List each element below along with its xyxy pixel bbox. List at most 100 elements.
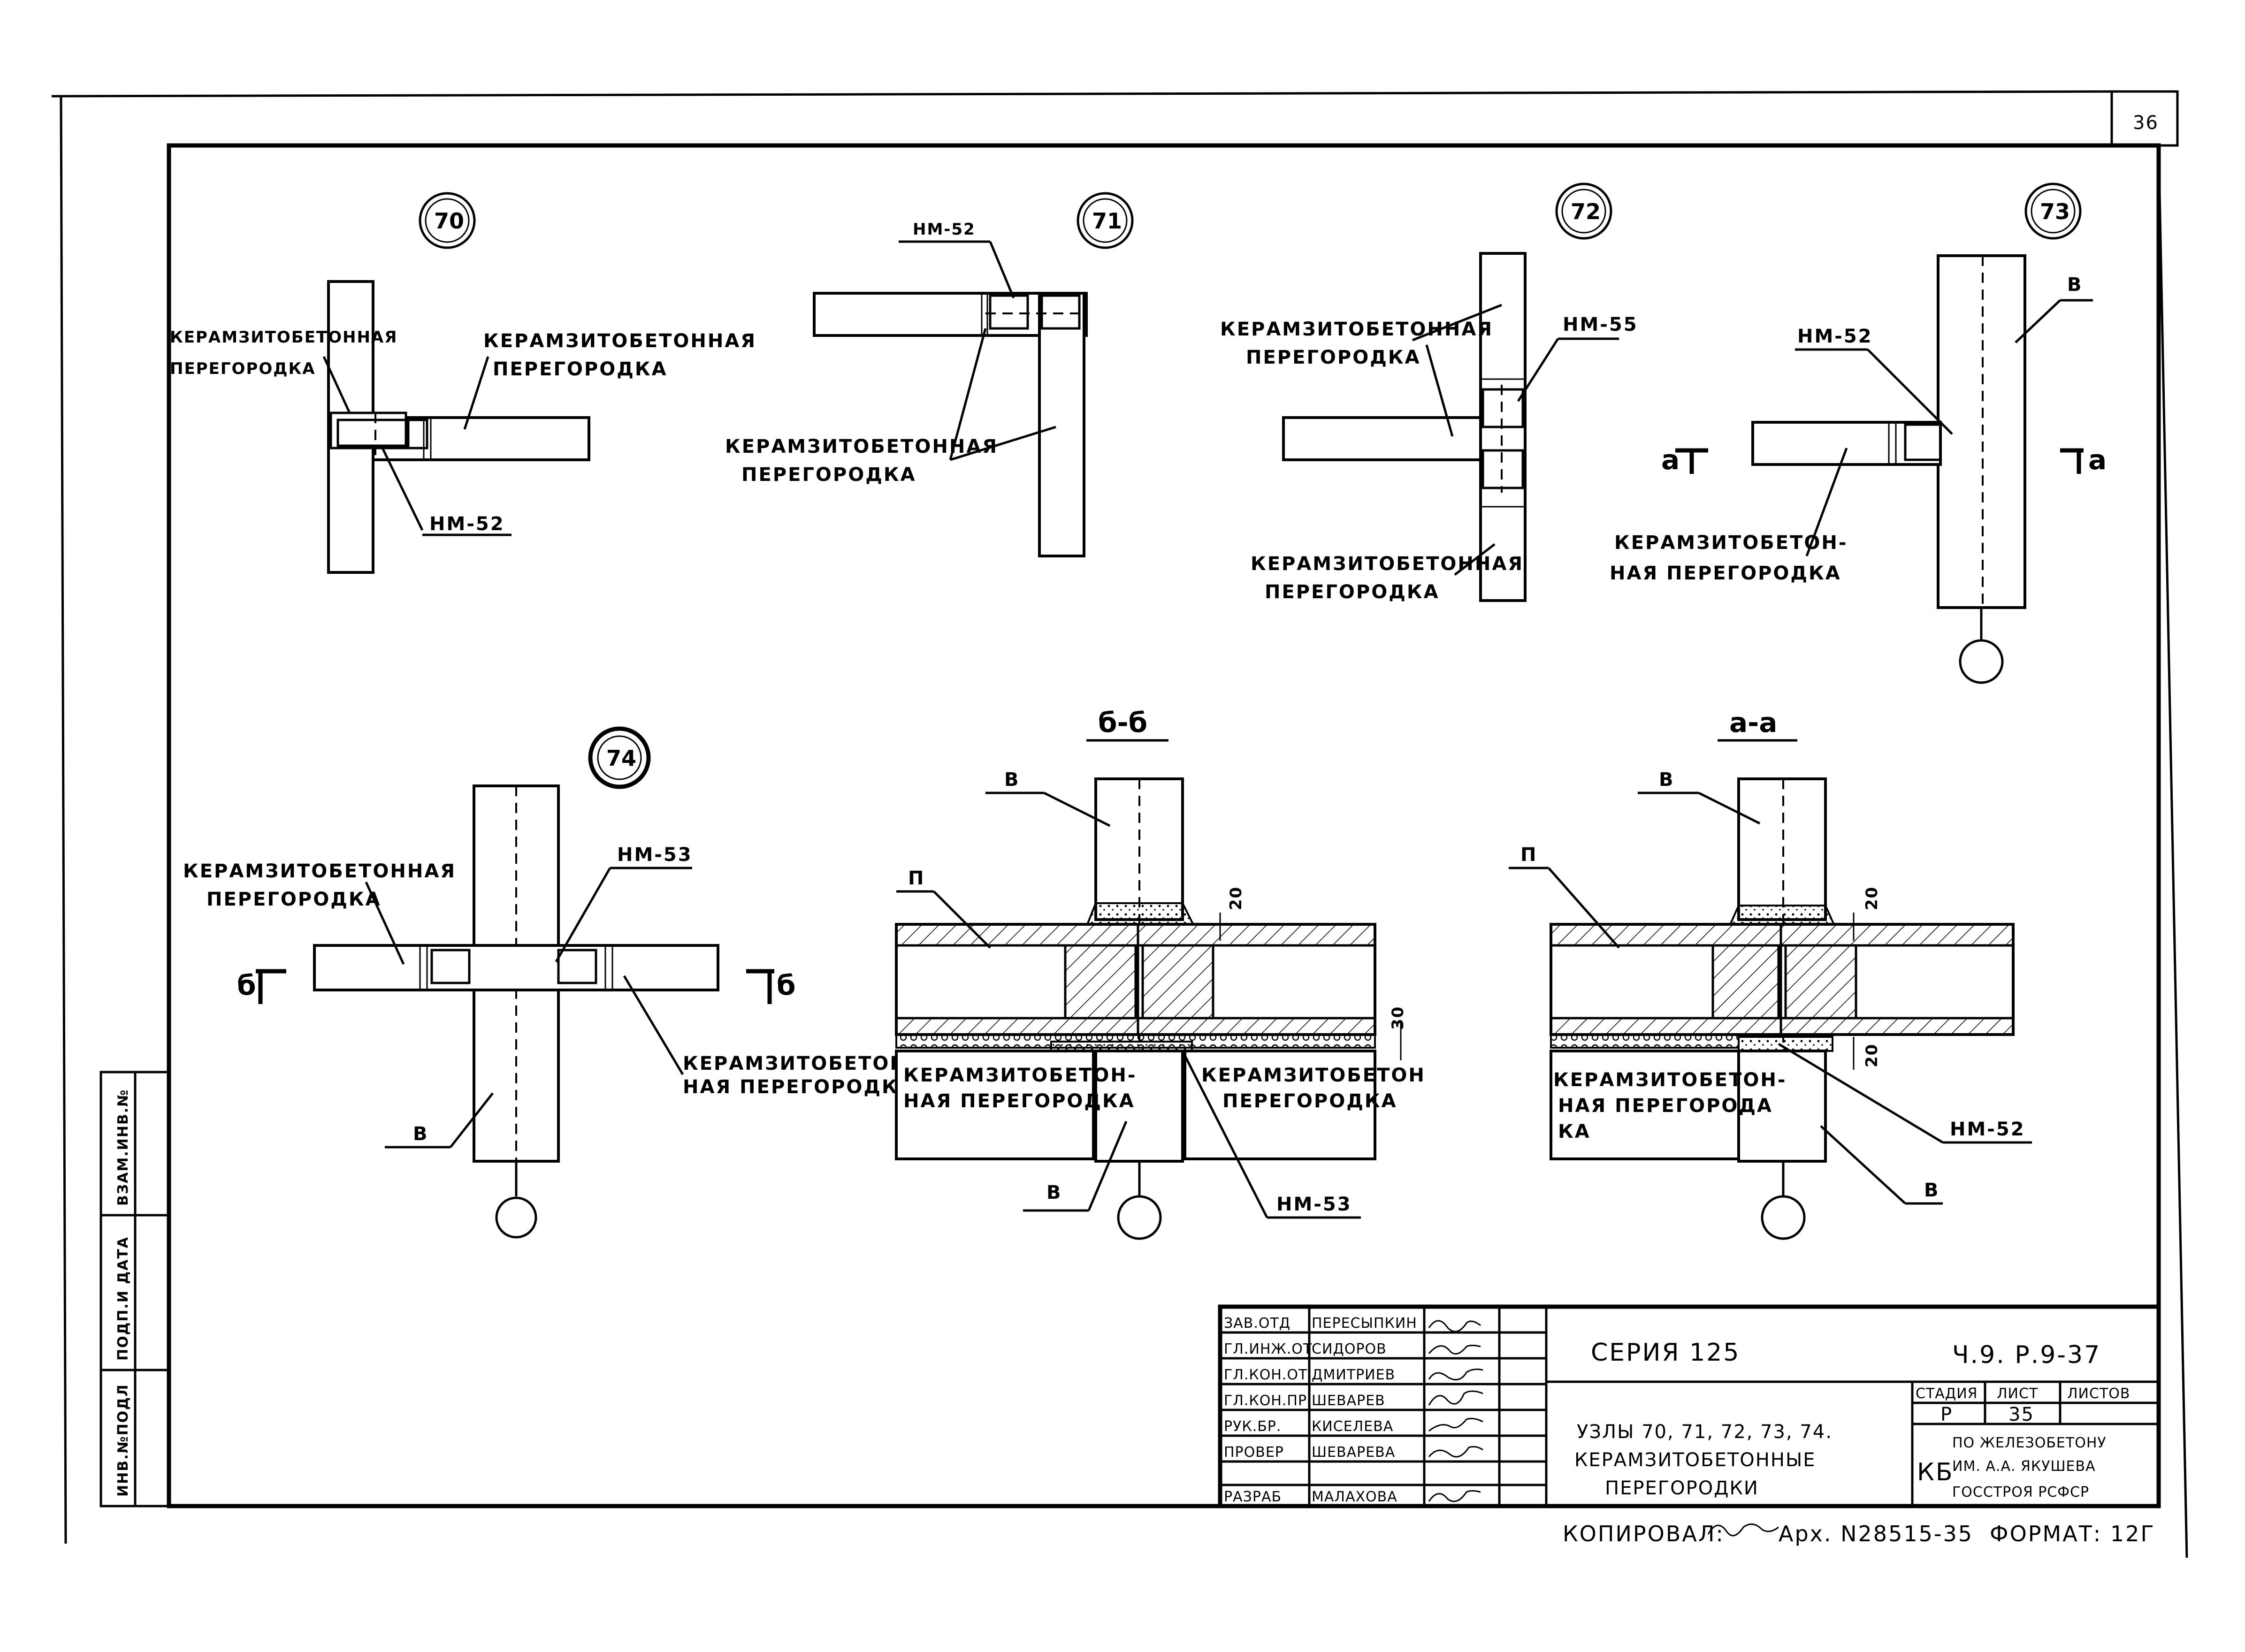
node-70-label-left-1: КЕРАМЗИТОБЕТОННАЯ bbox=[170, 328, 397, 347]
tb-name-6: МАЛАХОВА bbox=[1312, 1489, 1397, 1505]
tb-name-0: ПЕРЕСЫПКИН bbox=[1312, 1315, 1417, 1332]
tb-title-2: КЕРАМЗИТОБЕТОННЫЕ bbox=[1574, 1449, 1816, 1471]
node-74-cut-left: б bbox=[237, 969, 256, 1001]
section-aa-label-3: КА bbox=[1558, 1121, 1591, 1142]
tb-org-2: ИМ. А.А. ЯКУШЕВА bbox=[1952, 1458, 2096, 1475]
tb-title-3: ПЕРЕГОРОДКИ bbox=[1605, 1477, 1759, 1499]
node-70: 70 КЕРАМЗИТОБЕТОННАЯ ПЕРЕГОРОДКА КЕРАМЗИ… bbox=[170, 192, 756, 574]
footer-copied: КОПИРОВАЛ: bbox=[1563, 1521, 1725, 1546]
side-stamp-inv-original: ИНВ.№ПОДЛ bbox=[115, 1384, 131, 1497]
tb-role-4: РУК.БР. bbox=[1224, 1418, 1281, 1435]
tb-name-3: ШЕВАРЕВ bbox=[1312, 1393, 1385, 1409]
tb-series: СЕРИЯ 125 bbox=[1591, 1339, 1740, 1367]
tb-role-3: ГЛ.КОН.ПР. bbox=[1224, 1393, 1312, 1409]
node-70-number: 70 bbox=[434, 208, 464, 234]
node-71: 71 НМ-52 КЕРАМЗИТОБЕТОННАЯ ПЕРЕГОРОДКА bbox=[725, 192, 1134, 557]
page-number: 36 bbox=[2133, 112, 2159, 134]
node-71-part: НМ-52 bbox=[913, 220, 976, 239]
node-74-label-left-2: ПЕРЕГОРОДКА bbox=[206, 889, 382, 910]
node-74-label-right-2: НАЯ ПЕРЕГОРОДКА bbox=[683, 1076, 915, 1098]
section-bb: б-б В П 20 30 КЕРАМЗИТОБЕТОН- Н bbox=[895, 707, 1426, 1240]
section-aa-label-2: НАЯ ПЕРЕГОРОДА bbox=[1558, 1095, 1773, 1117]
section-aa-title: а-а bbox=[1729, 707, 1777, 738]
node-72: 72 КЕРАМЗИТОБЕТОННАЯ ПЕРЕГОРОДКА НМ-55 К… bbox=[1220, 183, 1638, 603]
node-70-label-left-2: ПЕРЕГОРОДКА bbox=[170, 359, 316, 378]
node-73-mark-b: В bbox=[2067, 274, 2083, 296]
node-71-number: 71 bbox=[1092, 208, 1122, 234]
node-74-number: 74 bbox=[606, 746, 636, 771]
tb-role-2: ГЛ.КОН.ОТ bbox=[1224, 1367, 1307, 1383]
section-bb-mark-b-bottom: В bbox=[1046, 1182, 1062, 1203]
node-74-part: НМ-53 bbox=[617, 844, 693, 866]
tb-title-1: УЗЛЫ 70, 71, 72, 73, 74. bbox=[1577, 1421, 1833, 1443]
node-74-label-left-1: КЕРАМЗИТОБЕТОННАЯ bbox=[183, 860, 456, 882]
node-74-cut-right: б bbox=[777, 969, 796, 1001]
node-74-mark-b: В bbox=[413, 1123, 429, 1145]
footer: КОПИРОВАЛ: Арх. N28515-35 ФОРМАТ: 12Г bbox=[1563, 1521, 2155, 1546]
footer-copier-signature bbox=[1707, 1523, 1779, 1537]
section-aa: а-а В П 20 20 КЕРАМЗИТОБЕТОН- НАЯ ПЕРЕГО… bbox=[1509, 707, 2032, 1240]
node-73-part: НМ-52 bbox=[1797, 326, 1873, 347]
tb-org-1: ПО ЖЕЛЕЗОБЕТОНУ bbox=[1952, 1435, 2107, 1451]
tb-role-5: ПРОВЕР bbox=[1224, 1444, 1284, 1461]
node-73: 73 В НМ-52 а а КЕРАМЗИТОБЕТОН- НАЯ ПЕРЕГ… bbox=[1610, 183, 2107, 684]
node-70-label-right-1: КЕРАМЗИТОБЕТОННАЯ bbox=[483, 330, 756, 352]
tb-col-sheets: ЛИСТОВ bbox=[2067, 1386, 2130, 1402]
tb-doc-code: Ч.9. Р.9-37 bbox=[1952, 1341, 2101, 1369]
node-73-number: 73 bbox=[2040, 199, 2070, 224]
footer-format: ФОРМАТ: 12Г bbox=[1990, 1521, 2155, 1546]
section-bb-part: НМ-53 bbox=[1276, 1194, 1352, 1215]
section-aa-mark-b-bottom: В bbox=[1924, 1180, 1940, 1201]
tb-stage: Р bbox=[1940, 1404, 1953, 1425]
side-stamp-signature-date: ПОДП.И ДАТА bbox=[115, 1236, 131, 1361]
section-bb-label-left-1: КЕРАМЗИТОБЕТОН- bbox=[903, 1065, 1137, 1086]
node-74-label-right-1: КЕРАМЗИТОБЕТОН- bbox=[683, 1053, 916, 1074]
section-aa-dim-20-bot: 20 bbox=[1863, 1043, 1881, 1067]
tb-org-mark: КБ bbox=[1917, 1458, 1954, 1486]
tb-name-4: КИСЕЛЕВА bbox=[1312, 1418, 1393, 1435]
node-72-label-top-1: КЕРАМЗИТОБЕТОННАЯ bbox=[1220, 319, 1493, 340]
node-71-label-1: КЕРАМЗИТОБЕТОННАЯ bbox=[725, 436, 998, 457]
side-stamp-inv-replace: ВЗАМ.ИНВ.№ bbox=[115, 1089, 131, 1206]
section-bb-dim-20: 20 bbox=[1227, 886, 1245, 910]
tb-role-0: ЗАВ.ОТД bbox=[1224, 1315, 1290, 1332]
footer-archive: Арх. N28515-35 bbox=[1779, 1521, 1973, 1546]
tb-name-5: ШЕВАРЕВА bbox=[1312, 1444, 1395, 1461]
node-72-label-bot-2: ПЕРЕГОРОДКА bbox=[1265, 581, 1440, 603]
section-aa-part: НМ-52 bbox=[1950, 1119, 2025, 1140]
node-72-label-bot-1: КЕРАМЗИТОБЕТОННАЯ bbox=[1251, 553, 1524, 575]
section-bb-mark-b-top: В bbox=[1004, 769, 1020, 791]
tb-col-sheet: ЛИСТ bbox=[1997, 1386, 2038, 1402]
node-70-label-right-2: ПЕРЕГОРОДКА bbox=[493, 358, 668, 380]
node-73-label-2: НАЯ ПЕРЕГОРОДКА bbox=[1610, 563, 1841, 584]
node-70-part: НМ-52 bbox=[429, 513, 505, 535]
node-73-cut-right: а bbox=[2088, 444, 2107, 476]
tb-role-1: ГЛ.ИНЖ.ОТ bbox=[1224, 1341, 1312, 1357]
tb-role-6: РАЗРАБ bbox=[1224, 1489, 1282, 1505]
section-aa-mark-b-top: В bbox=[1659, 769, 1675, 791]
section-aa-dim-20-top: 20 bbox=[1863, 886, 1881, 910]
side-stamp: ВЗАМ.ИНВ.№ ПОДП.И ДАТА ИНВ.№ПОДЛ bbox=[99, 1071, 170, 1507]
section-aa-label-1: КЕРАМЗИТОБЕТОН- bbox=[1553, 1069, 1787, 1091]
tb-name-1: СИДОРОВ bbox=[1312, 1341, 1387, 1357]
section-aa-mark-p: П bbox=[1520, 844, 1537, 866]
section-bb-mark-p: П bbox=[908, 868, 925, 889]
node-74: 74 КЕРАМЗИТОБЕТОННАЯ ПЕРЕГОРОДКА НМ-53 б… bbox=[183, 726, 916, 1239]
node-72-label-top-2: ПЕРЕГОРОДКА bbox=[1246, 347, 1421, 368]
section-bb-label-right-1: КЕРАМЗИТОБЕТОН bbox=[1201, 1065, 1426, 1086]
title-block: ЗАВ.ОТД ГЛ.ИНЖ.ОТ ГЛ.КОН.ОТ ГЛ.КОН.ПР. Р… bbox=[1218, 1304, 2161, 1508]
tb-org-3: ГОССТРОЯ РСФСР bbox=[1952, 1484, 2089, 1500]
section-bb-title: б-б bbox=[1098, 707, 1147, 738]
section-bb-label-right-2: ПЕРЕГОРОДКА bbox=[1222, 1090, 1397, 1112]
tb-col-stage: СТАДИЯ bbox=[1916, 1386, 1978, 1402]
sheet-frame: 36 bbox=[51, 90, 2188, 1558]
node-71-label-2: ПЕРЕГОРОДКА bbox=[741, 464, 916, 486]
tb-signatures bbox=[1428, 1320, 1483, 1502]
tb-name-2: ДМИТРИЕВ bbox=[1312, 1367, 1395, 1383]
node-72-part: НМ-55 bbox=[1563, 314, 1638, 335]
node-72-number: 72 bbox=[1571, 199, 1601, 224]
section-bb-dim-30: 30 bbox=[1389, 1006, 1407, 1030]
tb-sheet-no: 35 bbox=[2008, 1404, 2034, 1425]
section-bb-label-left-2: НАЯ ПЕРЕГОРОДКА bbox=[903, 1090, 1135, 1112]
